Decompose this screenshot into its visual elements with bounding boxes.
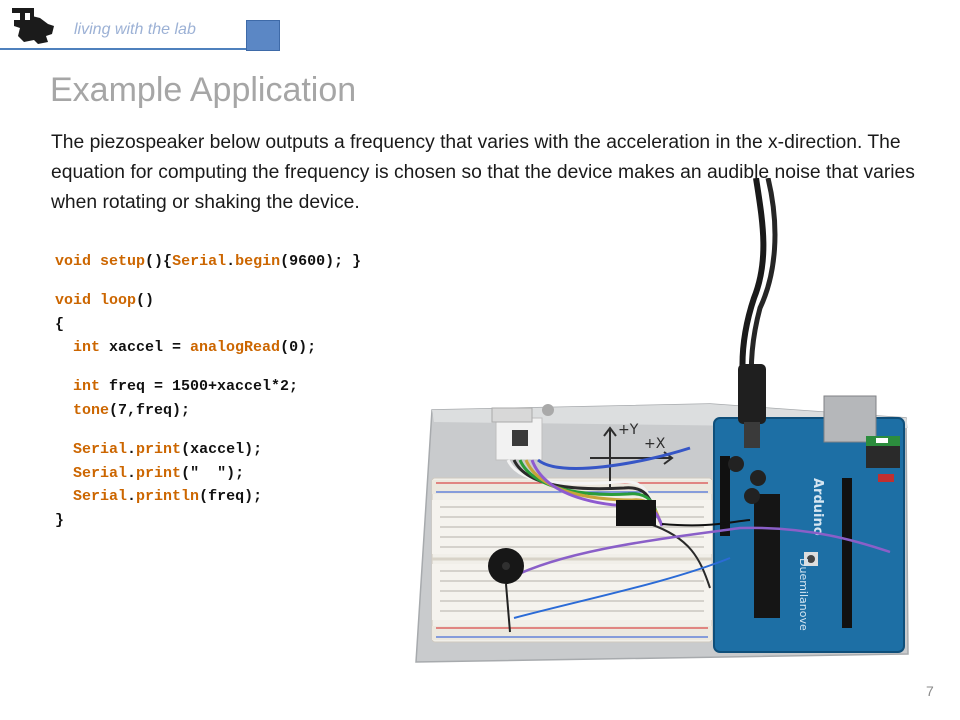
code-token: println (136, 488, 200, 506)
code-token: } (55, 512, 65, 530)
breadboard (431, 477, 713, 643)
code-token (55, 465, 73, 482)
code-line: int freq = 1500+xaccel*2; (55, 375, 361, 399)
code-line: Serial.print(" "); (55, 462, 361, 486)
code-token: analogRead (190, 339, 281, 357)
code-token: . (226, 253, 236, 270)
slide-header: living with the lab (0, 0, 960, 52)
code-token: (7,freq); (109, 401, 191, 419)
code-token (55, 378, 73, 395)
code-token (55, 402, 73, 419)
code-token: . (127, 464, 137, 482)
code-line (55, 360, 361, 375)
slide-title: Example Application (50, 71, 357, 109)
code-line: { (55, 313, 361, 337)
board-label-arduino: Arduino (810, 478, 825, 536)
code-token: setup (100, 253, 146, 270)
code-token: . (127, 488, 137, 506)
code-line: void setup(){Serial.begin(9600); } (55, 250, 361, 274)
code-token: . (127, 440, 137, 458)
code-token: { (55, 315, 65, 333)
code-token: (){ (145, 253, 173, 270)
code-line: tone(7,freq); (55, 399, 361, 423)
marker-label-x: +X (644, 436, 666, 452)
header-accent-box (246, 20, 280, 51)
code-line: void loop() (55, 289, 361, 313)
code-line: int xaccel = analogRead(0); (55, 336, 361, 360)
code-token: (0); (280, 339, 317, 357)
code-token: int (73, 378, 101, 396)
code-token: loop (100, 291, 137, 309)
university-logo-icon (12, 8, 54, 44)
code-token: freq = 1500+xaccel*2; (100, 378, 299, 396)
code-line: } (55, 509, 361, 533)
connection-wires (506, 446, 891, 619)
code-token: Serial (73, 488, 128, 506)
code-token (91, 253, 100, 270)
code-token: void (55, 253, 92, 270)
code-line (55, 274, 361, 289)
code-token: () (136, 291, 155, 309)
code-token: (xaccel); (181, 440, 263, 458)
code-token (55, 488, 73, 505)
code-token: print (136, 440, 182, 458)
code-token: (9600); } (280, 253, 362, 270)
code-token (55, 339, 73, 356)
board-label-duemilanove: Duemilanove (797, 558, 810, 631)
code-token: (" "); (181, 464, 245, 482)
accelerometer-module (491, 404, 554, 461)
code-token: Serial (172, 253, 227, 270)
code-line: Serial.print(xaccel); (55, 438, 361, 462)
page-number: 7 (926, 683, 934, 699)
marker-label-y: +Y (618, 422, 639, 438)
code-line: Serial.println(freq); (55, 485, 361, 509)
code-token: void (55, 291, 92, 309)
code-token: Serial (73, 440, 128, 458)
header-tagline: living with the lab (74, 21, 196, 38)
code-token (55, 441, 73, 458)
code-token: int (73, 339, 101, 357)
code-token: tone (73, 401, 110, 419)
code-token: print (136, 464, 182, 482)
code-token (91, 292, 100, 309)
slide-body-text: The piezospeaker below outputs a frequen… (51, 132, 915, 213)
code-token: (freq); (199, 488, 263, 506)
code-token: Serial (73, 464, 128, 482)
audio-cable (738, 178, 778, 448)
code-token: xaccel = (100, 339, 191, 357)
code-line (55, 423, 361, 438)
header-pins (616, 500, 656, 526)
arduino-board: Duemilanove Arduino (713, 395, 905, 653)
code-listing: void setup(){Serial.begin(9600); }void l… (55, 250, 361, 533)
header-rule (0, 48, 246, 50)
arduino-circuit-photo: Duemilanove Arduino +Y +X (415, 178, 909, 663)
code-token: begin (235, 253, 281, 270)
